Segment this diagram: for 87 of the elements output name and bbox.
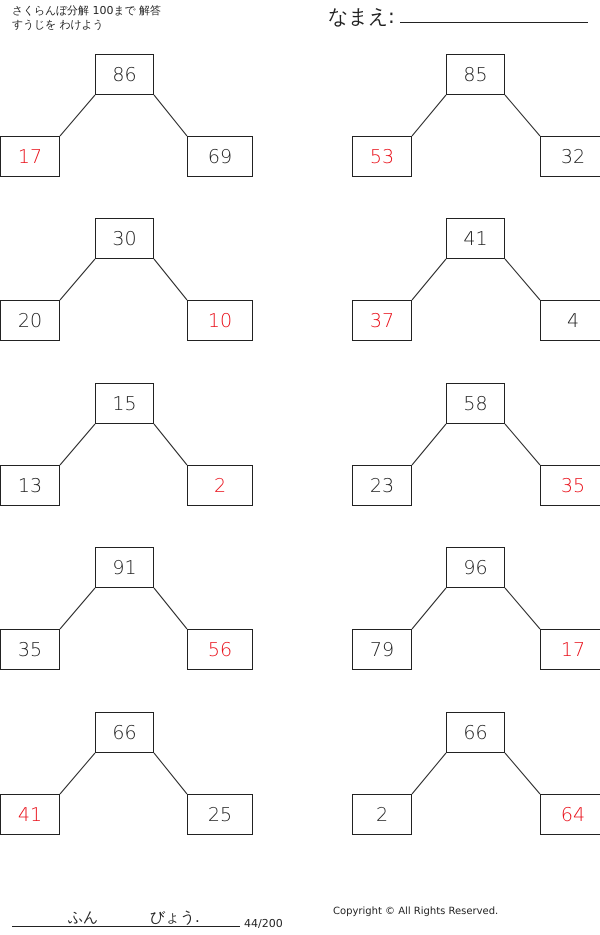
number-box — [540, 794, 600, 835]
number-box — [352, 794, 412, 835]
number-box — [0, 136, 60, 177]
number-box — [540, 629, 600, 670]
number: 2 — [376, 804, 388, 826]
connector-line — [154, 588, 188, 630]
number-box — [446, 547, 505, 588]
connector-line — [60, 94, 96, 136]
connector-line — [154, 258, 188, 300]
worksheet-title: さくらんぼ分解 100まで 解答 — [12, 3, 161, 18]
connector-line — [60, 752, 96, 794]
connector-line — [504, 94, 540, 136]
number: 41 — [463, 228, 488, 250]
number: 32 — [560, 146, 586, 168]
number: 79 — [370, 638, 394, 660]
number: 64 — [560, 804, 586, 826]
number-box — [187, 629, 253, 670]
number-box — [446, 383, 505, 424]
connector-line — [60, 424, 96, 466]
number: 4 — [566, 310, 580, 332]
number: 23 — [370, 474, 394, 496]
number-box — [95, 218, 154, 259]
number-box — [95, 712, 154, 753]
number-box — [352, 300, 412, 341]
number-box — [187, 465, 253, 506]
number: 53 — [370, 146, 394, 168]
number: 91 — [112, 556, 137, 578]
connector-line — [60, 258, 96, 300]
minutes-label: ふん — [68, 908, 98, 927]
connector-line — [412, 752, 446, 794]
number: 69 — [208, 146, 232, 168]
number-box — [446, 218, 505, 259]
connector-line — [412, 424, 446, 466]
number: 96 — [463, 556, 488, 578]
number-box — [95, 54, 154, 95]
number-box — [352, 629, 412, 670]
number-box — [352, 465, 412, 506]
number-box — [187, 794, 253, 835]
connector-line — [154, 424, 188, 466]
number-box — [540, 136, 600, 177]
connector-line — [154, 752, 188, 794]
seconds-label: びょう. — [150, 908, 200, 927]
number: 20 — [18, 310, 42, 332]
page-number: 44/200 — [244, 917, 283, 930]
number-box — [187, 136, 253, 177]
number-box — [446, 712, 505, 753]
number-box — [187, 300, 253, 341]
number: 17 — [560, 638, 586, 660]
number: 2 — [214, 474, 226, 496]
number: 35 — [560, 474, 586, 496]
connector-line — [412, 258, 446, 300]
number: 66 — [112, 722, 137, 744]
number-box — [95, 383, 154, 424]
number: 15 — [112, 392, 137, 414]
number: 56 — [208, 638, 232, 660]
number: 30 — [112, 228, 137, 250]
number-box — [95, 547, 154, 588]
number-box — [0, 300, 60, 341]
number: 13 — [18, 474, 42, 496]
number: 25 — [208, 804, 232, 826]
number: 86 — [112, 64, 137, 86]
connector-line — [412, 94, 446, 136]
copyright-notice: Copyright © All Rights Reserved. — [333, 906, 498, 917]
connector-line — [60, 588, 96, 630]
number-box — [0, 794, 60, 835]
connector-line — [154, 94, 188, 136]
number: 41 — [18, 804, 42, 826]
number: 37 — [370, 310, 394, 332]
connector-line — [504, 258, 540, 300]
connector-line — [504, 424, 540, 466]
number: 35 — [18, 638, 42, 660]
connector-line — [412, 588, 446, 630]
number-box — [540, 465, 600, 506]
subtitle: すうじを わけよう — [12, 17, 104, 32]
connector-line — [504, 588, 540, 630]
name-label: なまえ: — [328, 3, 395, 30]
number: 58 — [463, 392, 488, 414]
number-box — [0, 629, 60, 670]
number-box — [0, 465, 60, 506]
number: 85 — [463, 64, 488, 86]
number-box — [352, 136, 412, 177]
number: 66 — [463, 722, 488, 744]
connector-line — [504, 752, 540, 794]
number-box — [540, 300, 600, 341]
number: 10 — [208, 310, 232, 332]
number-box — [446, 54, 505, 95]
number: 17 — [18, 146, 42, 168]
